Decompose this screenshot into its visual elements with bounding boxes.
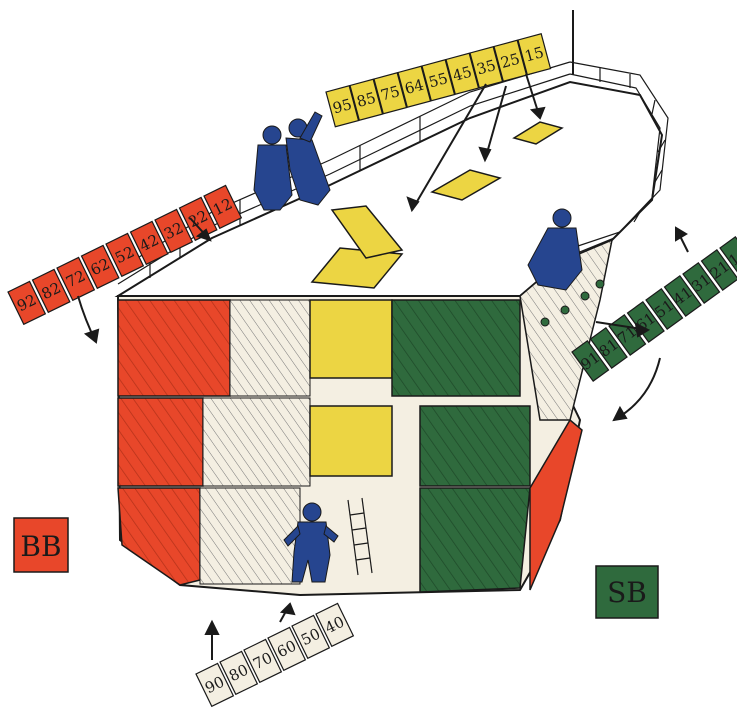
starboard-side-label: SB [596,566,658,618]
svg-text:BB: BB [20,530,61,563]
port-side-label: BB [14,518,68,572]
svg-text:SB: SB [607,576,647,609]
